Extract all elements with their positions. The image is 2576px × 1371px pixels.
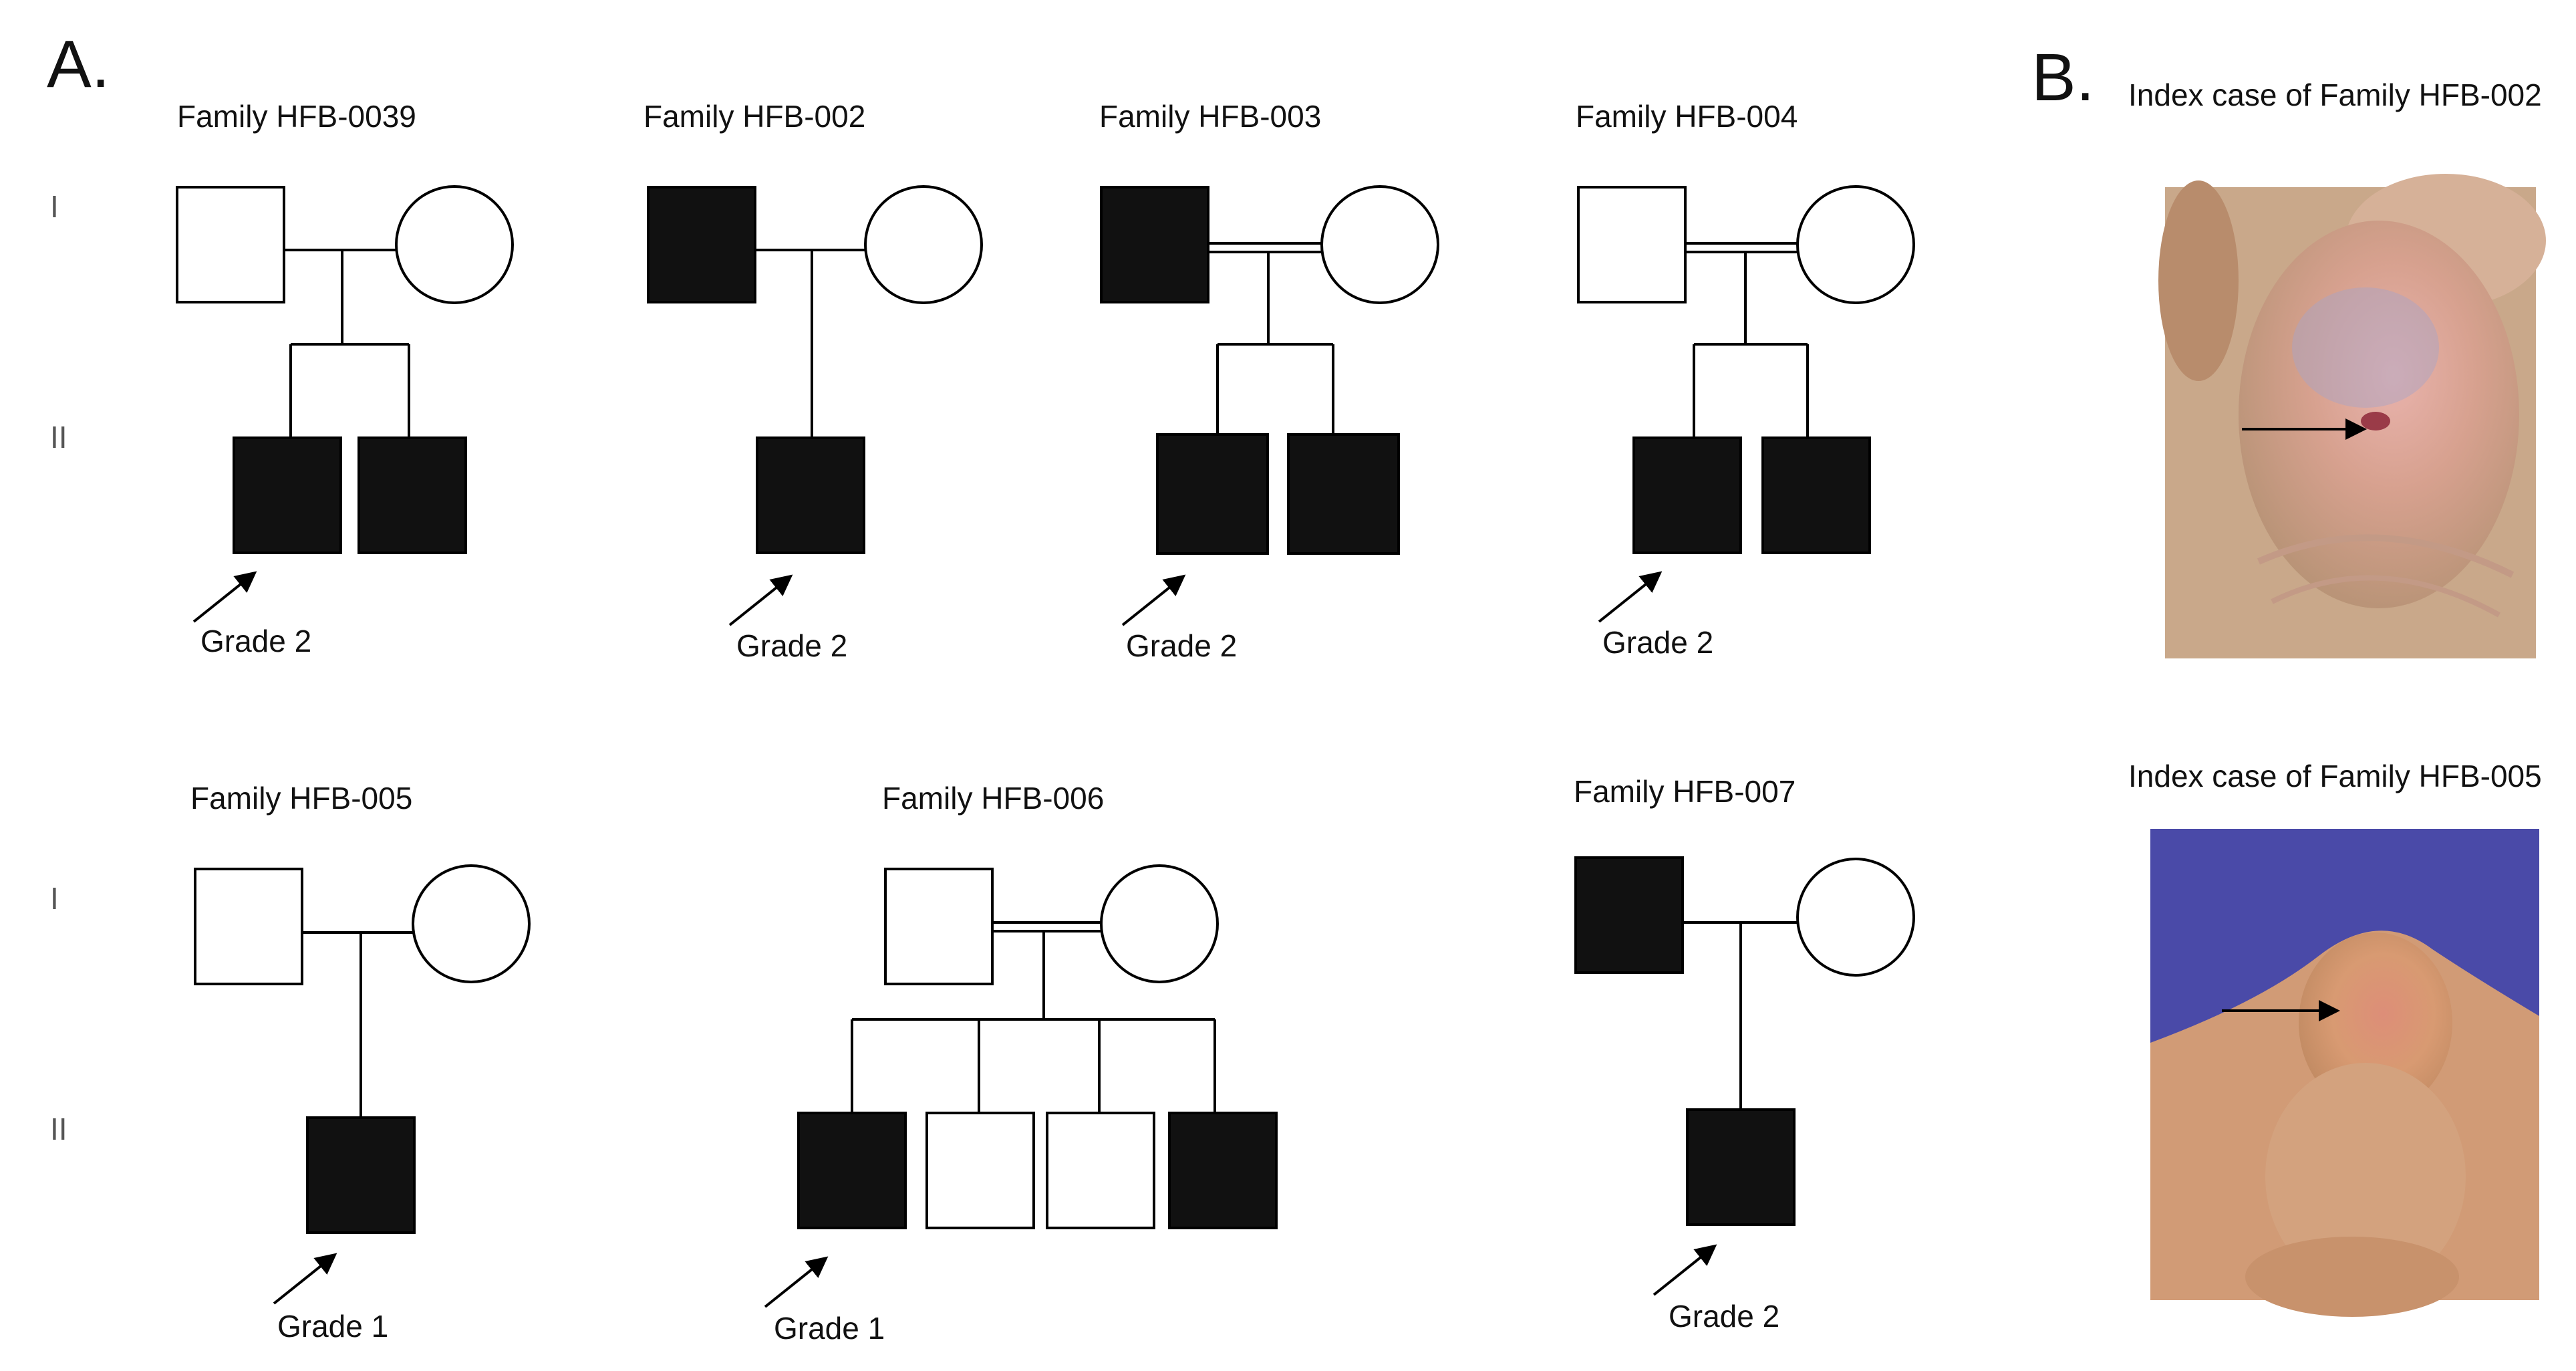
generation-label-i: I xyxy=(50,881,59,916)
panel-b-label: B. xyxy=(2031,40,2094,115)
child-square xyxy=(1632,437,1742,554)
child-square xyxy=(756,437,865,554)
family-title: Family HFB-007 xyxy=(1574,774,1796,809)
mother-circle xyxy=(864,185,983,304)
clinical-photo xyxy=(2150,829,2539,1317)
father-square xyxy=(176,186,285,303)
father-square xyxy=(1574,856,1684,974)
proband-arrow xyxy=(728,574,793,626)
panel-a-label: A. xyxy=(47,27,110,102)
child-square xyxy=(1168,1112,1278,1229)
grade-label: Grade 2 xyxy=(1669,1299,1779,1334)
father-square xyxy=(1100,186,1209,303)
child-square xyxy=(1046,1112,1155,1229)
family-title: Family HFB-005 xyxy=(190,781,412,816)
photo-caption: Index case of Family HFB-002 xyxy=(2128,78,2542,112)
mother-circle xyxy=(1796,858,1915,977)
child-square xyxy=(1686,1108,1796,1226)
photo-panel-hfb-005: Index case of Family HFB-005 xyxy=(2128,759,2542,1317)
family-title: Family HFB-006 xyxy=(882,781,1104,816)
pedigree-hfb-0039: Family HFB-0039 Grade 2 xyxy=(176,99,514,658)
pedigree-hfb-002: Family HFB-002 Grade 2 xyxy=(643,99,983,663)
mother-circle xyxy=(395,185,514,304)
family-title: Family HFB-002 xyxy=(643,99,865,134)
grade-label: Grade 2 xyxy=(1602,625,1713,660)
generation-label-i: I xyxy=(50,189,59,224)
child-square xyxy=(1287,433,1400,555)
pedigree-hfb-004: Family HFB-004 Grade 2 xyxy=(1576,99,1915,660)
generation-label-ii: II xyxy=(50,420,67,455)
child-square xyxy=(306,1116,416,1234)
family-title: Family HFB-003 xyxy=(1099,99,1321,134)
grade-label: Grade 2 xyxy=(1126,628,1237,663)
clinical-photo xyxy=(2158,174,2546,658)
mother-circle xyxy=(1100,864,1219,983)
family-title: Family HFB-0039 xyxy=(177,99,416,134)
proband-arrow xyxy=(1653,1244,1717,1296)
proband-arrow xyxy=(764,1256,829,1308)
father-square xyxy=(194,868,303,985)
photo-caption: Index case of Family HFB-005 xyxy=(2128,759,2542,793)
generation-label-ii: II xyxy=(50,1112,67,1146)
father-square xyxy=(884,868,994,985)
pedigree-hfb-005: Family HFB-005 Grade 1 xyxy=(190,781,531,1344)
pedigree-hfb-006: Family HFB-006 Grade 1 xyxy=(764,781,1278,1346)
child-square xyxy=(233,437,342,554)
child-square xyxy=(925,1112,1035,1229)
grade-label: Grade 2 xyxy=(200,624,311,658)
proband-arrow xyxy=(1121,574,1186,626)
family-title: Family HFB-004 xyxy=(1576,99,1798,134)
proband-arrow xyxy=(192,571,257,623)
child-square xyxy=(357,437,467,554)
child-square xyxy=(1761,437,1871,554)
proband-arrow xyxy=(1598,571,1663,623)
pedigree-hfb-007: Family HFB-007 Grade 2 xyxy=(1574,774,1915,1334)
grade-label: Grade 1 xyxy=(774,1311,885,1346)
father-square xyxy=(647,186,756,303)
photo-panel-hfb-002: Index case of Family HFB-002 xyxy=(2128,78,2546,658)
mother-circle xyxy=(1320,185,1439,304)
child-square xyxy=(1156,433,1269,555)
child-square xyxy=(797,1112,907,1229)
pedigree-hfb-003: Family HFB-003 Grade 2 xyxy=(1099,99,1439,663)
mother-circle xyxy=(1796,185,1915,304)
mother-circle xyxy=(412,864,531,983)
proband-arrow xyxy=(273,1253,337,1305)
father-square xyxy=(1577,186,1687,303)
grade-label: Grade 2 xyxy=(736,628,847,663)
grade-label: Grade 1 xyxy=(277,1309,388,1344)
